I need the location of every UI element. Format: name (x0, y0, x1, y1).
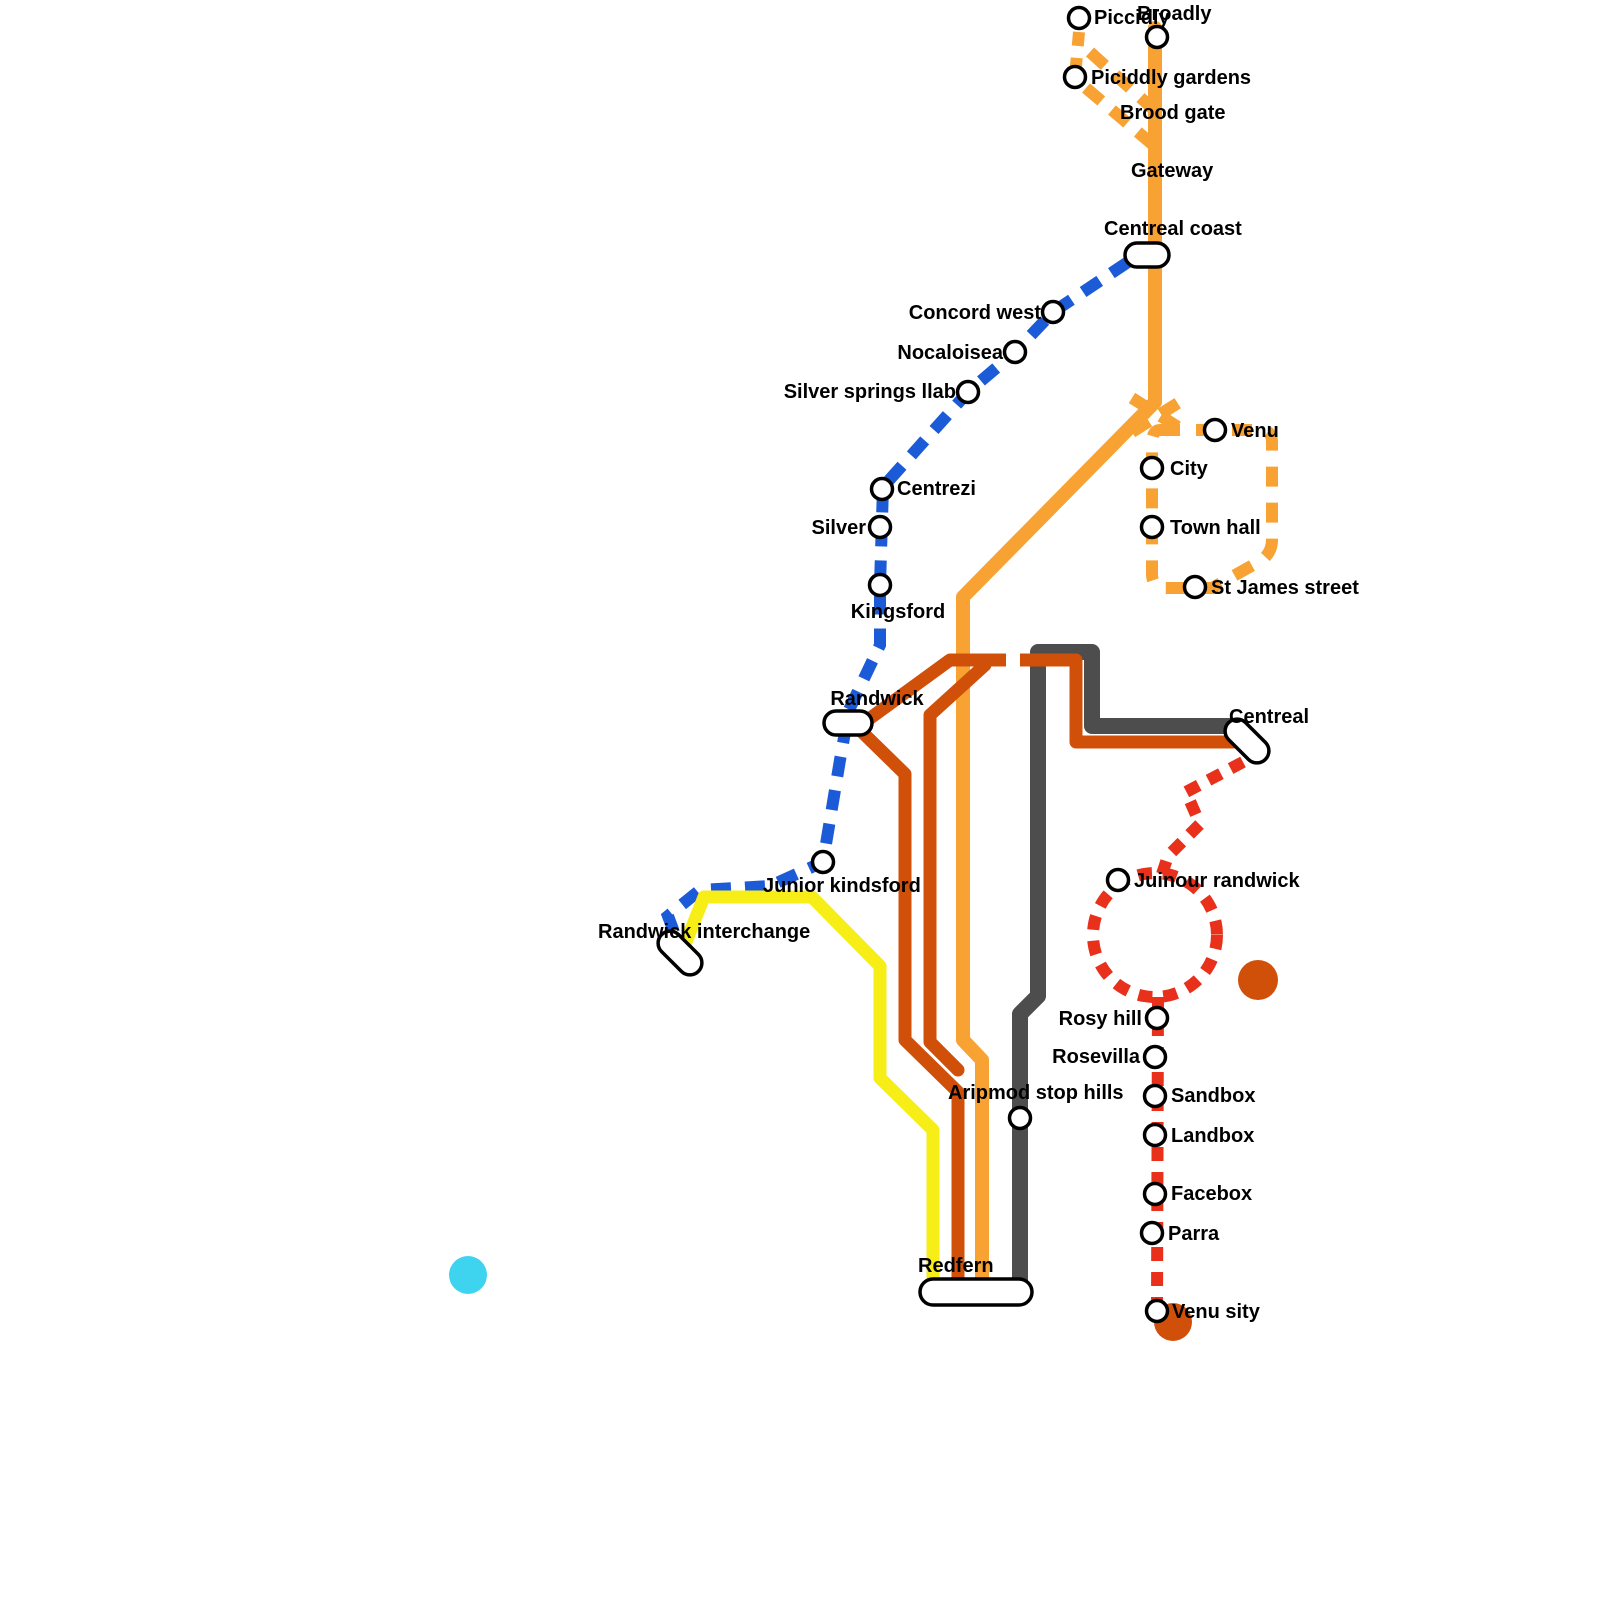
station-label-broadly: Broadly (1137, 3, 1212, 25)
station-label-juinour-randwick: Juinour randwick (1134, 870, 1300, 892)
route-line-amber-top-connector-2 (1082, 83, 1156, 149)
route-line-dark-orange-randwick-spur (851, 653, 995, 734)
station-label-junior-kindsford: Junior kindsford (763, 875, 921, 897)
station-marker-randwick (822, 709, 874, 737)
station-label-redfern: Redfern (918, 1255, 994, 1277)
station-marker-rosy-hill (1144, 1005, 1170, 1031)
station-marker-juinour-randwick (1105, 867, 1131, 893)
station-label-parra: Parra (1168, 1223, 1220, 1245)
station-marker-city (1139, 455, 1165, 481)
station-label-facebox: Facebox (1171, 1183, 1252, 1205)
route-line-amber-top-connector-3 (1085, 47, 1157, 113)
station-label-randwick-interchange: Randwick interchange (598, 921, 810, 943)
station-label-city: City (1170, 458, 1209, 480)
station-marker-silver-springs-llab (955, 379, 981, 405)
station-label-rosevilla: Rosevilla (1052, 1046, 1141, 1068)
station-marker-piccidly (1066, 5, 1092, 31)
route-line-gray-line (1012, 644, 1246, 1298)
station-label-gateway: Gateway (1131, 160, 1214, 182)
station-marker-redfern (918, 1277, 1034, 1307)
route-line-dark-orange-trunk-east (923, 658, 992, 1077)
station-label-rosy-hill: Rosy hill (1059, 1008, 1142, 1030)
station-label-st-james-street: St James street (1211, 577, 1359, 599)
route-line-amber-top-connector-1 (1070, 31, 1085, 67)
station-label-brood-gate: Brood gate (1120, 102, 1226, 124)
station-label-town-hall: Town hall (1170, 517, 1261, 539)
station-marker-town-hall (1139, 514, 1165, 540)
station-marker-st-james-street (1182, 574, 1208, 600)
route-line-yellow-line (675, 890, 940, 1295)
route-line-red-lower (1151, 996, 1164, 1312)
route-line-dark-orange-trunk-west (853, 723, 965, 1295)
station-label-centrezi: Centrezi (897, 478, 976, 500)
cyan-dot (449, 1256, 487, 1294)
station-label-silver: Silver (812, 517, 867, 539)
station-label-centreal-coast: Centreal coast (1104, 218, 1242, 240)
station-label-kingsford: Kingsford (851, 601, 945, 623)
station-label-aripmod-stop-hills: Aripmod stop hills (948, 1082, 1124, 1104)
station-marker-concord-west (1040, 299, 1066, 325)
station-marker-piciddly-gardens (1062, 64, 1088, 90)
station-label-venu-sity: Venu sity (1172, 1301, 1261, 1323)
station-label-piciddly-gardens: Piciddly gardens (1091, 67, 1251, 89)
route-line-amber-junction-x-2 (1128, 392, 1190, 438)
orange-dot-east (1238, 960, 1278, 1000)
station-label-venu: Venu (1231, 420, 1279, 442)
station-marker-parra (1139, 1220, 1165, 1246)
station-marker-randwick-interchange (656, 929, 704, 977)
station-marker-sandbox (1142, 1083, 1168, 1109)
station-label-centreal: Centreal (1229, 706, 1309, 728)
station-marker-centreal-coast (1123, 241, 1171, 269)
route-line-amber-junction-x-1 (1128, 392, 1190, 438)
route-loop-red-loop (1087, 867, 1223, 1003)
station-label-randwick: Randwick (830, 688, 924, 710)
station-marker-junior-kindsford (810, 849, 836, 875)
station-label-landbox: Landbox (1171, 1125, 1254, 1147)
station-marker-kingsford (867, 572, 893, 598)
route-line-amber-city-loop (1146, 424, 1278, 594)
route-line-red-upper-zigzag (1156, 756, 1246, 876)
station-marker-nocaloisea (1002, 339, 1028, 365)
route-line-amber-main (956, 21, 1162, 1291)
station-marker-venu-sity (1144, 1298, 1170, 1324)
station-marker-silver (867, 514, 893, 540)
station-marker-rosevilla (1142, 1044, 1168, 1070)
station-label-nocaloisea: Nocaloisea (897, 342, 1003, 364)
station-marker-aripmod-stop-hills (1007, 1105, 1033, 1131)
station-marker-venu (1202, 417, 1228, 443)
station-marker-broadly (1144, 24, 1170, 50)
station-marker-landbox (1142, 1122, 1168, 1148)
station-marker-centrezi (869, 476, 895, 502)
station-label-sandbox: Sandbox (1171, 1085, 1255, 1107)
station-marker-centreal (1223, 717, 1271, 765)
station-marker-facebox (1142, 1181, 1168, 1207)
station-label-silver-springs-llab: Silver springs llab (784, 381, 956, 403)
station-label-concord-west: Concord west (909, 302, 1042, 324)
route-line-dark-orange-to-centreal (1027, 653, 1241, 749)
station-label-piccidly: Piccidly (1094, 7, 1170, 29)
